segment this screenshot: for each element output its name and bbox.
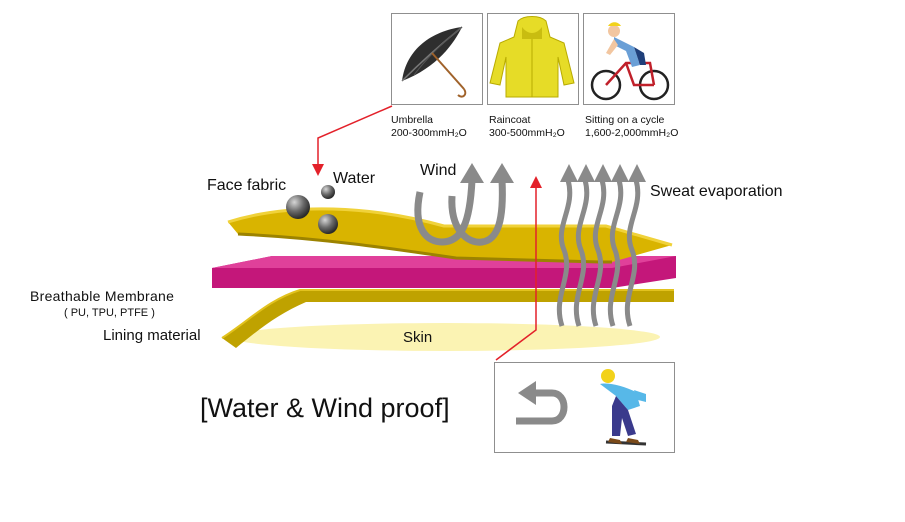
- water-drop: [318, 214, 338, 234]
- water-drop: [321, 185, 335, 199]
- face-fabric-label: Face fabric: [207, 177, 287, 194]
- diagram-title: [Water & Wind proof]: [200, 393, 450, 423]
- example-name: Umbrella: [391, 114, 434, 126]
- lining-material-label: Lining material: [103, 327, 201, 344]
- pointer-lines: [312, 105, 542, 361]
- example-rating: 1,600-2,000mmH₂O: [585, 127, 679, 139]
- umbrella-icon: [401, 26, 467, 98]
- footer-icon-box: [494, 362, 675, 453]
- water-drops: [286, 185, 338, 234]
- skin-label: Skin: [403, 329, 433, 346]
- example-caption-cyclist: Sitting on a cycle 1,600-2,000mmH₂O: [585, 114, 678, 140]
- membrane-types-label: ( PU, TPU, PTFE ): [64, 307, 155, 319]
- example-caption-umbrella: Umbrella 200-300mmH₂O: [391, 114, 467, 140]
- example-caption-raincoat: Raincoat 300-500mmH₂O: [489, 114, 565, 140]
- raincoat-icon: [489, 16, 575, 98]
- example-name: Sitting on a cycle: [585, 114, 665, 126]
- example-rating: 300-500mmH₂O: [489, 127, 565, 139]
- cyclist-icon: [590, 22, 670, 101]
- example-rating: 200-300mmH₂O: [391, 127, 467, 139]
- example-name: Raincoat: [489, 114, 531, 126]
- return-arrow-icon: [516, 381, 568, 425]
- skin-layer: [230, 323, 660, 351]
- sweat-arrows: [556, 179, 641, 327]
- wind-arrow: [448, 179, 506, 246]
- pointer-skier: [495, 176, 542, 361]
- wind-arrows: [414, 179, 506, 246]
- wind-arrow-heads: [460, 163, 514, 183]
- wind-arrow: [414, 179, 476, 246]
- wind-label: Wind: [420, 162, 457, 179]
- water-drop: [286, 195, 310, 219]
- membrane-label: Breathable Membrane: [30, 288, 175, 304]
- water-label: Water: [333, 170, 376, 187]
- sweat-arrow-heads: [560, 164, 646, 182]
- skier-icon: [600, 369, 647, 446]
- pointer-umbrella: [312, 105, 393, 176]
- sweat-evaporation-label: Sweat evaporation: [650, 183, 783, 200]
